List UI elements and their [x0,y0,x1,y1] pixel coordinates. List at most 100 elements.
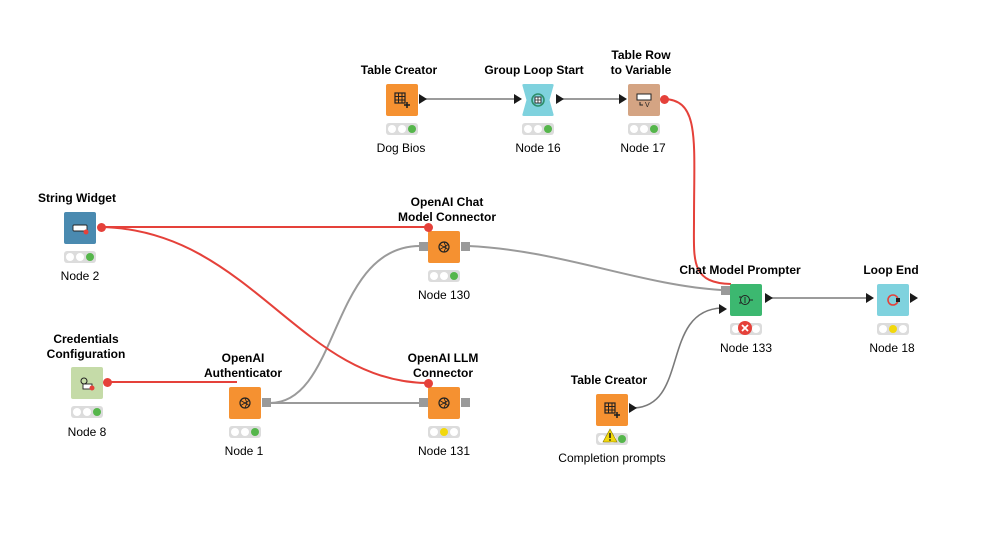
model-output-port[interactable] [262,398,271,407]
status-traffic-light [428,426,460,438]
status-traffic-light [386,123,418,135]
status-dot-green [618,435,626,443]
status-dot [450,428,458,436]
node-title-chat-model-prompter[interactable]: Chat Model Prompter [679,263,801,277]
node-label[interactable]: Node 16 [515,141,561,155]
status-dot-green [86,253,94,261]
node-label[interactable]: Completion prompts [558,451,666,465]
variable-input-port[interactable] [424,223,433,232]
output-port[interactable] [556,94,564,104]
node-label[interactable]: Node 131 [417,444,471,458]
variable-output-port[interactable] [660,95,669,104]
node-label[interactable]: Node 133 [719,341,773,355]
node-label[interactable]: Node 17 [620,141,666,155]
status-dot [440,272,448,280]
status-dot-green [251,428,259,436]
node-table-creator[interactable] [386,84,418,116]
model-output-port[interactable] [461,398,470,407]
status-dot-yellow [889,325,897,333]
table-plus-icon [394,92,410,108]
node-openai-chat-model-connector[interactable] [428,231,460,263]
variable-output-port[interactable] [103,378,112,387]
status-dot [73,408,81,416]
node-title-table-creator-2[interactable]: Table Creator [570,373,648,387]
node-label[interactable]: Node 18 [869,341,915,355]
status-dot-green [93,408,101,416]
node-label[interactable]: Node 8 [67,425,107,439]
output-port[interactable] [629,403,637,413]
wire-chatconnector-prompter[interactable] [467,245,722,291]
variable-output-port[interactable] [97,223,106,232]
row-to-variable-icon: V [636,93,652,109]
wire-rowtovar-prompter[interactable] [663,98,732,285]
status-traffic-light [522,123,554,135]
status-dot [83,408,91,416]
node-title-openai-llm-connector[interactable]: OpenAI LLM Connector [407,351,479,380]
node-title-openai-authenticator[interactable]: OpenAI Authenticator [204,351,282,380]
credentials-icon [80,377,95,391]
wire-stringwidget-llmconnector[interactable] [100,226,429,384]
status-traffic-light [64,251,96,263]
node-title-openai-chat-model-connector[interactable]: OpenAI Chat Model Connector [398,195,496,224]
model-input-port[interactable] [419,242,428,251]
status-dot-yellow [440,428,448,436]
node-openai-authenticator[interactable] [229,387,261,419]
status-traffic-light [71,406,103,418]
output-port[interactable] [419,94,427,104]
status-dot [899,325,907,333]
status-dot [752,325,760,333]
node-loop-end[interactable] [877,284,909,316]
model-output-port[interactable] [461,242,470,251]
model-input-port[interactable] [721,286,730,295]
status-dot [524,125,532,133]
output-port[interactable] [765,293,773,303]
openai-icon [239,397,251,409]
status-dot [640,125,648,133]
status-dot [630,125,638,133]
wire-tablecreator2-prompter[interactable] [631,307,723,409]
table-plus-icon [604,402,620,418]
status-dot [534,125,542,133]
node-openai-llm-connector[interactable] [428,387,460,419]
status-dot-green [450,272,458,280]
node-label[interactable]: Node 2 [60,269,100,283]
node-title-loop-end[interactable]: Loop End [863,263,919,277]
prompter-icon [739,295,753,305]
wire-auth-chatconnector[interactable] [269,245,421,404]
status-dot-green [650,125,658,133]
status-traffic-light [628,123,660,135]
status-dot [598,435,606,443]
node-credentials-configuration[interactable] [71,367,103,399]
openai-icon [438,241,450,253]
output-port[interactable] [910,293,918,303]
error-icon [738,321,752,335]
node-label[interactable]: Node 130 [417,288,471,302]
status-dot [732,325,740,333]
status-dot [76,253,84,261]
node-chat-model-prompter[interactable] [730,284,762,316]
status-dot [430,428,438,436]
node-title-credentials-configuration[interactable]: Credentials Configuration [46,332,126,361]
status-traffic-light [877,323,909,335]
status-dot [388,125,396,133]
node-table-creator-2[interactable] [596,394,628,426]
group-loop-icon [531,93,545,107]
variable-input-port[interactable] [424,379,433,388]
status-dot [231,428,239,436]
arrow-loopend-in [866,293,874,303]
node-string-widget[interactable] [64,212,96,244]
node-title-table-creator[interactable]: Table Creator [360,63,438,77]
status-dot-green [544,125,552,133]
node-title-group-loop-start[interactable]: Group Loop Start [484,63,584,77]
node-table-row-to-variable[interactable]: V [628,84,660,116]
node-title-string-widget[interactable]: String Widget [38,191,116,205]
node-group-loop-start[interactable] [522,84,554,116]
status-dot [241,428,249,436]
model-input-port[interactable] [419,398,428,407]
node-title-table-row-to-variable[interactable]: Table Row to Variable [610,48,672,77]
node-label[interactable]: Node 1 [224,444,264,458]
node-label[interactable]: Dog Bios [376,141,426,155]
loop-end-icon [887,294,900,306]
